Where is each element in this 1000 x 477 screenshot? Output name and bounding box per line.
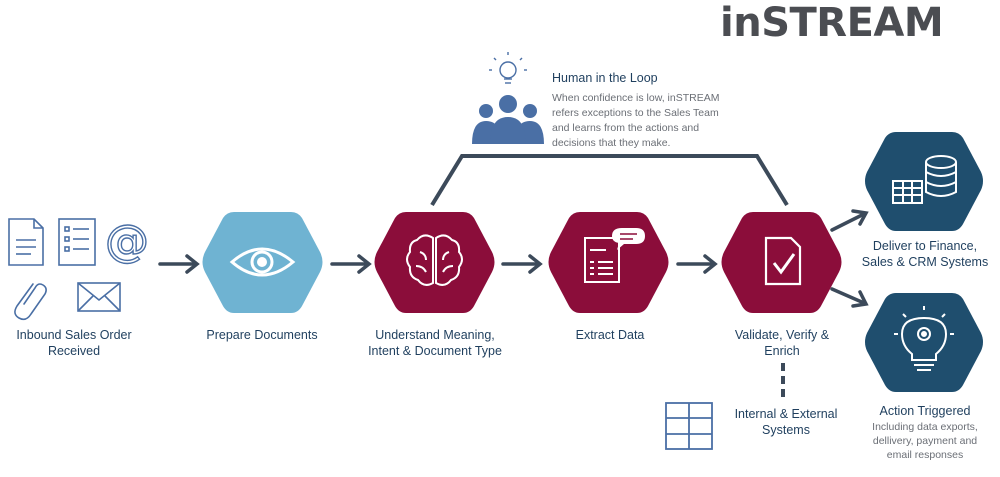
extract-data-node xyxy=(548,212,669,313)
human-in-loop-line: When confidence is low, inSTREAM xyxy=(552,92,720,104)
human-in-loop-description: When confidence is low, inSTREAM refers … xyxy=(552,91,757,151)
prepare-documents-node xyxy=(202,212,323,313)
at-sign-icon: @ xyxy=(104,215,149,267)
action-description: Including data exports, dellivery, payme… xyxy=(850,420,1000,462)
document-icon xyxy=(8,218,44,266)
form-document-icon xyxy=(584,237,620,283)
envelope-icon xyxy=(77,282,121,312)
team-icon xyxy=(472,95,544,144)
understand-label-line: Understand Meaning, xyxy=(375,328,495,342)
database-icon xyxy=(892,155,957,204)
validate-label-line: Validate, Verify & xyxy=(734,328,830,342)
lightbulb-icon xyxy=(489,52,527,84)
human-in-loop-line: decisions that they make. xyxy=(552,137,671,149)
flow-arrow-deliver xyxy=(830,209,869,232)
deliver-systems-node xyxy=(865,132,983,231)
paperclip-icon xyxy=(14,283,47,321)
systems-label: Internal & External Systems xyxy=(716,406,856,438)
svg-text:@: @ xyxy=(105,216,149,267)
validate-label: Validate, Verify & Enrich xyxy=(700,327,864,359)
human-in-loop-line: and learns from the actions and xyxy=(552,122,700,134)
prepare-label-line: Prepare Documents xyxy=(206,328,318,342)
action-description-line: Including data exports, xyxy=(872,421,978,433)
action-label: Action Triggered xyxy=(850,403,1000,419)
action-triggered-node xyxy=(865,293,983,392)
inbound-label-line: Received xyxy=(47,344,101,358)
flow-arrow-2 xyxy=(330,254,372,274)
brand-logo: inSTREAM xyxy=(720,0,944,46)
prepare-label: Prepare Documents xyxy=(182,327,342,343)
systems-label-line: Internal & External xyxy=(734,407,838,421)
validate-label-line: Enrich xyxy=(764,344,800,358)
flow-arrow-action xyxy=(830,287,869,308)
systems-label-line: Systems xyxy=(762,423,810,437)
understand-label-line: Intent & Document Type xyxy=(368,344,502,358)
checklist-icon xyxy=(764,236,802,286)
deliver-label: Deliver to Finance, Sales & CRM Systems xyxy=(850,238,1000,270)
human-in-loop-line: refers exceptions to the Sales Team xyxy=(552,107,719,119)
deliver-label-line: Deliver to Finance, xyxy=(872,239,978,253)
eye-icon xyxy=(229,247,296,277)
action-label-line: Action Triggered xyxy=(879,404,971,418)
flow-arrow-1 xyxy=(158,254,200,274)
brain-icon xyxy=(406,234,463,286)
flow-arrow-4 xyxy=(676,254,718,274)
systems-table-icon xyxy=(665,402,713,450)
idea-gear-icon xyxy=(894,306,954,371)
action-description-line: dellivery, payment and xyxy=(872,435,978,447)
understand-label: Understand Meaning, Intent & Document Ty… xyxy=(350,327,520,359)
deliver-label-line: Sales & CRM Systems xyxy=(861,255,989,269)
feedback-loop-connector xyxy=(430,154,789,207)
human-in-loop-title: Human in the Loop xyxy=(552,71,658,85)
flow-arrow-3 xyxy=(501,254,543,274)
speech-bubble-icon xyxy=(612,228,645,250)
extract-label-line: Extract Data xyxy=(575,328,645,342)
extract-label: Extract Data xyxy=(530,327,690,343)
inbound-label: Inbound Sales Order Received xyxy=(0,327,148,359)
understand-meaning-node xyxy=(374,212,495,313)
brand-logo-text: inSTREAM xyxy=(720,0,944,46)
list-document-icon xyxy=(58,218,96,266)
inbound-label-line: Inbound Sales Order xyxy=(16,328,132,342)
action-description-line: email responses xyxy=(886,449,964,461)
validate-verify-node xyxy=(721,212,842,313)
